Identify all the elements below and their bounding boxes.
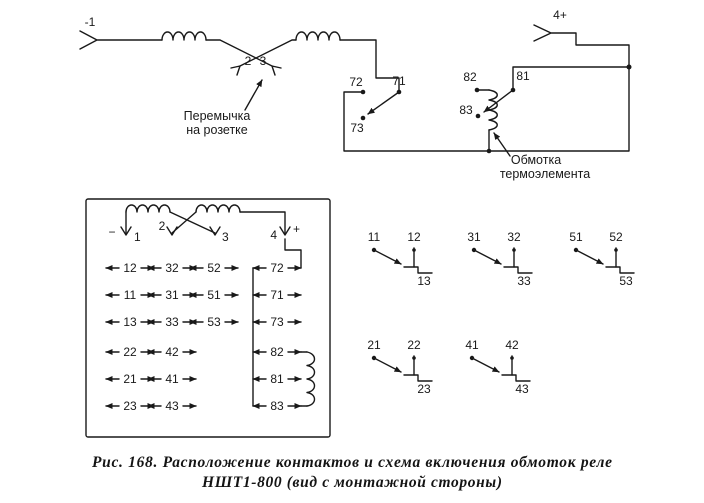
group-label: 31 [467,230,481,244]
cell-label: 13 [123,315,137,329]
label-contact-71: 71 [392,74,406,88]
thermo-note-line2: термоэлемента [500,167,590,181]
base-coil-2 [195,204,241,213]
dot-83 [475,113,481,119]
label-contact-73: 73 [350,121,364,135]
cell-label: 72 [270,261,284,275]
cell-label: 42 [165,345,179,359]
cell-label: 52 [207,261,221,275]
cell-label: 82 [270,345,284,359]
cell-label: 43 [165,399,179,413]
label-pin-2: 2 [245,54,252,68]
schematic-wires [79,24,630,152]
group-label: 32 [507,230,521,244]
dot-71 [396,89,402,95]
group-label: 52 [609,230,623,244]
label-term-4: 4 [270,228,277,242]
winding-coil-left [161,31,207,41]
dot-82 [474,87,480,93]
contact-group-5x [574,248,634,273]
label-minus: − [108,225,115,239]
cell-label: 32 [165,261,179,275]
cell-label: 71 [270,288,284,302]
group-label: 43 [515,382,529,396]
cell-label: 73 [270,315,284,329]
winding-coil-right [295,31,341,41]
group-label: 12 [407,230,421,244]
cell-label: 31 [165,288,179,302]
thermo-coil [488,89,498,131]
cell-label: 12 [123,261,137,275]
label-term-2: 2 [159,219,166,233]
group-label: 23 [417,382,431,396]
dot-72 [360,89,366,95]
caption: Рис. 168. Расположение контактов и схема… [92,454,612,491]
contact-group-1x [372,248,432,273]
label-term-3: 3 [222,230,229,244]
group-label: 42 [505,338,519,352]
group-label: 53 [619,274,633,288]
terminal-fork-2 [166,226,178,236]
dot-73 [360,115,366,121]
jumper-note-line2: на розетке [186,123,248,137]
thermo-leader-arrow [493,132,511,157]
group-label: 21 [367,338,381,352]
group-label: 33 [517,274,531,288]
cell-label: 33 [165,315,179,329]
jumper-leader-arrow [244,79,263,111]
junction-dots [360,64,632,154]
group-label: 41 [465,338,479,352]
label-term-1: 1 [134,230,141,244]
base-thermo-coil [306,351,316,407]
dot-junction-right [626,64,632,70]
group-label: 13 [417,274,431,288]
cell-label: 41 [165,372,179,386]
group-label: 11 [368,230,381,244]
label-terminal-4plus: 4+ [553,8,567,22]
base-outline [85,198,331,438]
cell-label: 81 [270,372,284,386]
group-label: 51 [569,230,583,244]
cell-label: 22 [123,345,137,359]
contact-group-2x [372,356,432,381]
label-contact-82: 82 [463,70,477,84]
cell-label: 83 [270,399,284,413]
label-plus: + [293,222,300,236]
cell-label: 11 [124,288,137,302]
caption-line1: Рис. 168. Расположение контактов и схема… [92,454,612,471]
jumper-note-line1: Перемычка [184,109,251,123]
contact-blade-71 [367,91,400,115]
label-contact-81: 81 [516,69,530,83]
contact-group-3x [472,248,532,273]
top-schematic: -1 4+ 2 3 72 71 73 82 81 83 Перемычка на… [79,8,632,181]
group-label: 22 [407,338,421,352]
cell-label: 51 [207,288,221,302]
contact-group-4x [470,356,530,381]
label-terminal-minus1: -1 [85,15,96,29]
caption-line2: НШТ1-800 (вид с монтажной стороны) [201,474,502,491]
label-contact-72: 72 [349,75,363,89]
contact-groups: 11 12 13 31 32 33 51 52 53 21 22 23 41 4… [367,230,634,396]
dot-81 [510,87,516,93]
base-wires [125,211,308,407]
cell-label: 53 [207,315,221,329]
cell-label: 21 [123,372,137,386]
base-coil-1 [125,204,171,213]
relay-base-view: − 1 2 3 4 + 12 32 52 72 11 31 51 [85,198,331,438]
label-contact-83: 83 [459,103,473,117]
dot-junction-bus [486,148,492,154]
thermo-note-line1: Обмотка [511,153,561,167]
label-pin-3: 3 [260,54,267,68]
cell-label: 23 [123,399,137,413]
contact-blade-81 [483,89,514,113]
